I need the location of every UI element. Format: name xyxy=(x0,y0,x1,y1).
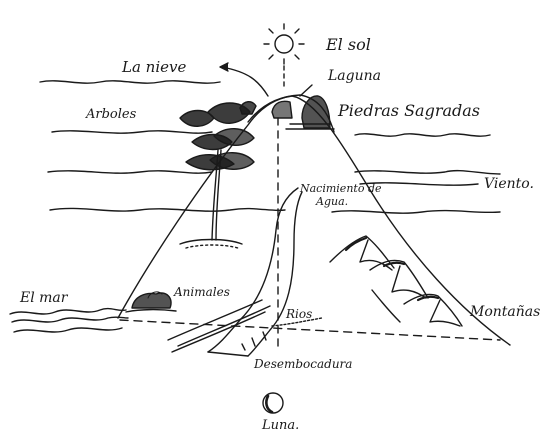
spring-label-line2: Agua. xyxy=(315,195,348,208)
sea-waves xyxy=(10,309,128,332)
mountains-label: Montañas xyxy=(469,304,540,320)
moon-icon xyxy=(263,393,283,413)
sacred-stones-label: Piedras Sagradas xyxy=(337,101,480,120)
trees-label: Arboles xyxy=(85,107,137,122)
sea-label: El mar xyxy=(19,290,69,306)
snow-arrow xyxy=(220,63,268,96)
sacred-stones-icon xyxy=(240,96,334,129)
lagoon-label: Laguna xyxy=(327,68,381,84)
river-mouth-label: Desembocadura xyxy=(253,357,352,371)
sun-icon xyxy=(264,24,304,64)
snow-label: La nieve xyxy=(121,58,186,76)
mountain-outline xyxy=(118,96,510,345)
lagoon-pointer xyxy=(300,85,312,96)
tree-icon xyxy=(180,103,254,248)
base-line xyxy=(120,320,500,340)
animals-label: Animales xyxy=(173,285,230,299)
wind-label: Viento. xyxy=(484,176,534,192)
moon-label: Luna. xyxy=(261,418,299,432)
sun-label: El sol xyxy=(325,35,371,54)
spring-label-line1: Nacimiento de xyxy=(299,182,382,195)
river xyxy=(208,188,322,356)
animals-icon xyxy=(126,292,176,312)
mountains-icon xyxy=(330,236,462,326)
rivers-label: Rios xyxy=(285,307,312,321)
